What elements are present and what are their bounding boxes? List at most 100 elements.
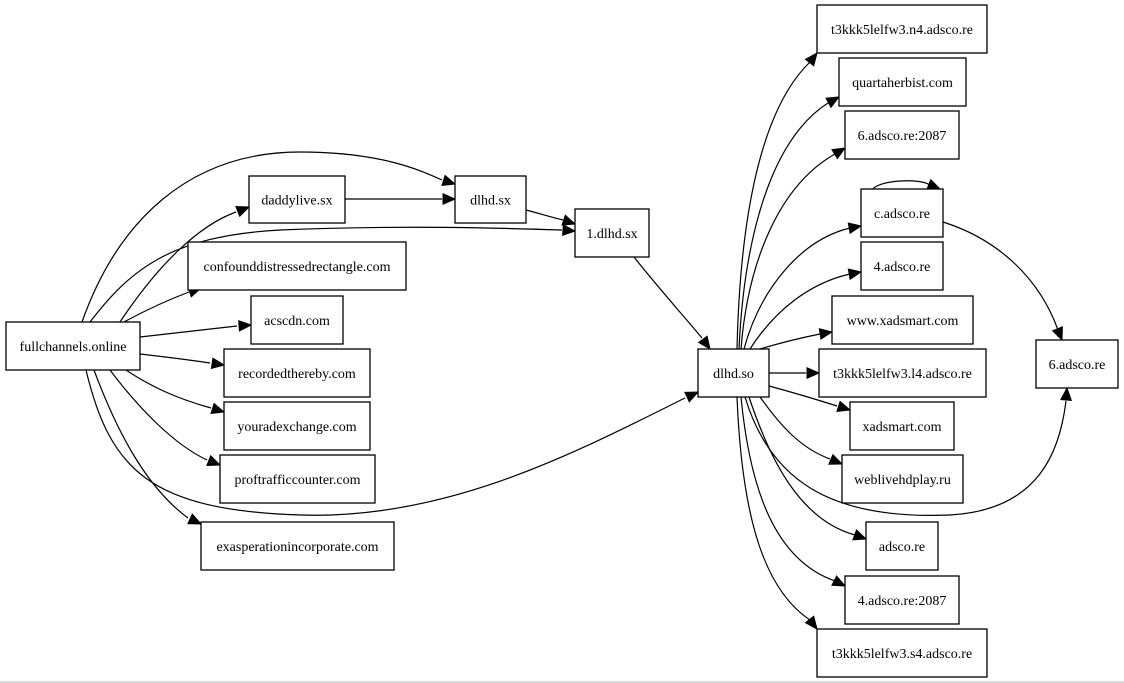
edge-line xyxy=(736,61,811,350)
edge-line xyxy=(89,226,563,323)
node-box xyxy=(187,241,407,291)
node-t3-l4: t3kkk5lelfw3.l4.adsco.re xyxy=(818,348,987,398)
node-box xyxy=(223,348,371,398)
node-label: weblivehdplay.ru xyxy=(854,473,951,488)
node-dlhd-so: dlhd.so xyxy=(697,348,770,398)
node-acscdn: acscdn.com xyxy=(250,295,344,345)
arrowhead-icon xyxy=(206,454,222,467)
edge-line xyxy=(748,396,856,536)
node-box xyxy=(223,401,371,451)
node-proftraffic: proftrafficcounter.com xyxy=(219,454,376,504)
edge-fullchannels-to-exasperation xyxy=(93,369,203,525)
edge-dlhd-so-to-t3-s4 xyxy=(736,396,818,630)
node-label: exasperationincorporate.com xyxy=(216,540,378,555)
node-box xyxy=(816,4,988,54)
arrowhead-icon xyxy=(562,224,577,237)
edge-fullchannels-to-dlhd-so xyxy=(85,369,700,516)
arrowhead-icon xyxy=(825,96,841,109)
arrowhead-icon xyxy=(836,400,852,412)
edge-line xyxy=(759,396,831,460)
node-label: 1.dlhd.sx xyxy=(586,227,637,242)
edge-line xyxy=(139,325,238,338)
edge-line xyxy=(85,369,686,516)
node-www-xad: www.xadsmart.com xyxy=(831,295,974,345)
arrowhead-icon xyxy=(187,513,203,525)
node-quarta: quartaherbist.com xyxy=(838,57,967,107)
node-adsco: adsco.re xyxy=(865,521,939,571)
node-four-2087: 4.adsco.re:2087 xyxy=(844,575,960,625)
arrowhead-icon xyxy=(1060,386,1073,401)
edge-c-adsco-to-six-adsco xyxy=(942,221,1063,342)
node-label: recordedthereby.com xyxy=(238,367,356,382)
node-t3-n4: t3kkk5lelfw3.n4.adsco.re xyxy=(816,4,988,54)
node-label: dlhd.so xyxy=(713,367,754,382)
node-box xyxy=(860,188,944,238)
arrowhead-icon xyxy=(442,193,457,205)
node-box xyxy=(697,348,770,398)
arrowhead-icon xyxy=(210,402,226,414)
edge-dlhd-so-to-t3-l4 xyxy=(769,367,821,379)
node-recorded: recordedthereby.com xyxy=(223,348,371,398)
edge-line xyxy=(740,396,836,582)
edge-dlhd-so-to-six-adsco xyxy=(744,386,1073,517)
edge-line xyxy=(139,353,211,364)
arrowhead-icon xyxy=(441,174,457,186)
node-xadsmart: xadsmart.com xyxy=(849,401,955,451)
node-box xyxy=(1035,339,1119,389)
node-box xyxy=(219,454,376,504)
node-box xyxy=(844,575,960,625)
node-label: www.xadsmart.com xyxy=(847,314,959,329)
node-label: proftrafficcounter.com xyxy=(234,473,360,488)
arrowhead-icon xyxy=(806,367,821,379)
node-box xyxy=(818,348,987,398)
edge-line xyxy=(738,102,829,350)
node-label: 6.adsco.re:2087 xyxy=(858,129,947,144)
node-box xyxy=(860,241,944,291)
edge-dlhd-so-to-c-adsco xyxy=(743,222,863,350)
node-box xyxy=(250,295,344,345)
edge-one-dlhd-to-dlhd-so xyxy=(633,256,711,351)
edge-fullchannels-to-one-dlhd xyxy=(89,224,577,323)
node-box xyxy=(454,175,527,224)
node-label: c.adsco.re xyxy=(874,207,930,222)
edge-line xyxy=(81,151,443,323)
arrowhead-icon xyxy=(828,453,844,465)
node-confound: confounddistressedrectangle.com xyxy=(187,241,407,291)
node-label: t3kkk5lelfw3.n4.adsco.re xyxy=(831,23,973,38)
edge-dlhd-so-to-four-adsco xyxy=(749,268,863,350)
edge-dlhd-so-to-weblive xyxy=(759,396,844,465)
node-youradex: youradexchange.com xyxy=(223,401,371,451)
edge-fullchannels-to-proftraffic xyxy=(109,369,222,467)
edge-fullchannels-to-confound xyxy=(123,286,203,323)
edge-fullchannels-to-youradex xyxy=(125,369,226,414)
edge-line xyxy=(633,256,703,339)
arrowhead-icon xyxy=(818,328,834,340)
node-c-adsco: c.adsco.re xyxy=(860,188,944,238)
arrowhead-icon xyxy=(926,178,942,190)
node-label: quartaherbist.com xyxy=(852,76,953,91)
edge-line xyxy=(525,209,564,221)
edge-dlhd-so-to-four-2087 xyxy=(740,396,847,587)
arrowhead-icon xyxy=(235,205,251,218)
node-box xyxy=(865,521,939,571)
node-label: 6.adsco.re xyxy=(1049,358,1106,373)
node-box xyxy=(200,521,395,571)
arrowhead-icon xyxy=(1051,326,1063,342)
arrowhead-icon xyxy=(238,319,253,332)
node-exasperation: exasperationincorporate.com xyxy=(200,521,395,571)
edge-dlhd-sx-to-one-dlhd xyxy=(525,209,577,226)
edge-line xyxy=(749,273,851,350)
edge-line xyxy=(125,369,212,409)
node-label: daddylive.sx xyxy=(261,194,332,209)
edge-line xyxy=(768,385,838,407)
node-label: youradexchange.com xyxy=(237,420,356,435)
node-one-dlhd: 1.dlhd.sx xyxy=(574,208,650,258)
arrowhead-icon xyxy=(831,147,847,160)
arrowhead-icon xyxy=(852,529,868,541)
node-six-adsco: 6.adsco.re xyxy=(1035,339,1119,389)
arrowhead-icon xyxy=(210,357,226,370)
arrowhead-icon xyxy=(847,268,863,281)
arrowhead-icon xyxy=(804,615,818,630)
edge-dlhd-so-to-quarta xyxy=(738,96,841,350)
